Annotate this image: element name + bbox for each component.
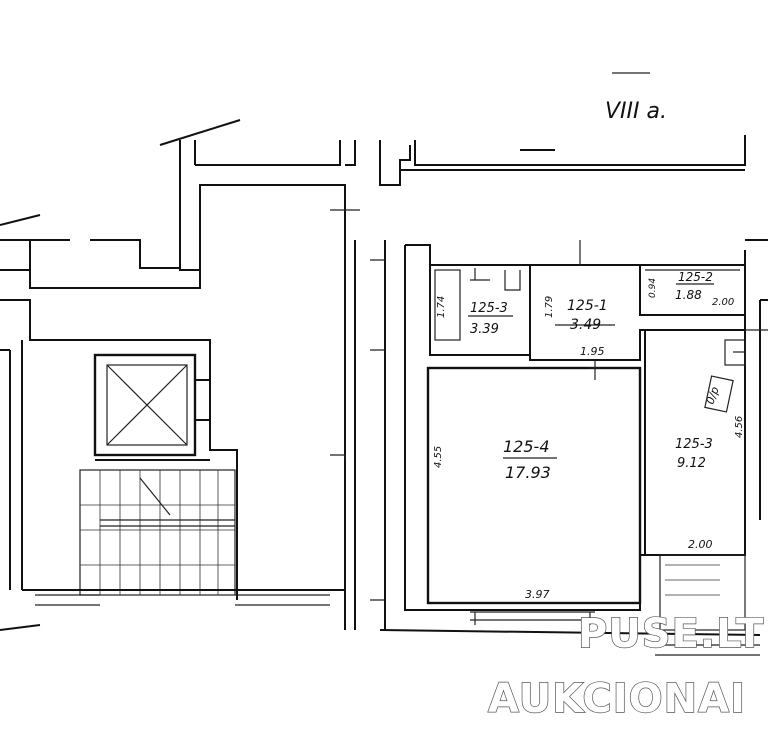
- dim-closet-height: 0.94: [648, 278, 658, 298]
- room-id-bath: 125-3: [470, 301, 508, 316]
- room-id-125-4: 125-4: [503, 437, 550, 456]
- dim-hall-height: 4.55: [433, 446, 444, 468]
- dim-corridor-height: 1.79: [544, 296, 555, 318]
- room-area-kitchen: 9.12: [677, 456, 706, 471]
- room-area-corridor: 3.49: [570, 317, 601, 333]
- dim-corridor-width: 1.95: [580, 345, 605, 358]
- dim-hall-width: 3.97: [525, 588, 550, 601]
- room-id-kitchen: 125-3: [675, 437, 713, 452]
- watermark-line2: AUKCIONAI: [488, 676, 746, 722]
- room-area-125-4: 17.93: [505, 463, 551, 482]
- stairwell-block: [0, 119, 360, 631]
- sheet-label: VIII a.: [605, 99, 667, 124]
- room-area-closet: 1.88: [675, 288, 702, 302]
- apartment-block: [354, 135, 768, 656]
- labels: VIII a. 125-4 17.93 125-3 3.39 125-1 3.4…: [433, 72, 745, 601]
- dim-kitchen-height: 4.56: [734, 416, 745, 438]
- dim-closet-width: 2.00: [712, 297, 734, 308]
- dim-kitchen-width: 2.00: [688, 538, 713, 551]
- room-id-corridor: 125-1: [567, 298, 608, 314]
- watermark-line1: PUSE.LT: [578, 611, 764, 657]
- room-id-closet: 125-2: [678, 270, 713, 284]
- watermark: PUSE.LT AUKCIONAI: [487, 610, 764, 722]
- dim-bath-height: 1.74: [436, 296, 447, 318]
- door-mark: 0/p: [704, 385, 722, 406]
- room-area-bath: 3.39: [470, 322, 499, 337]
